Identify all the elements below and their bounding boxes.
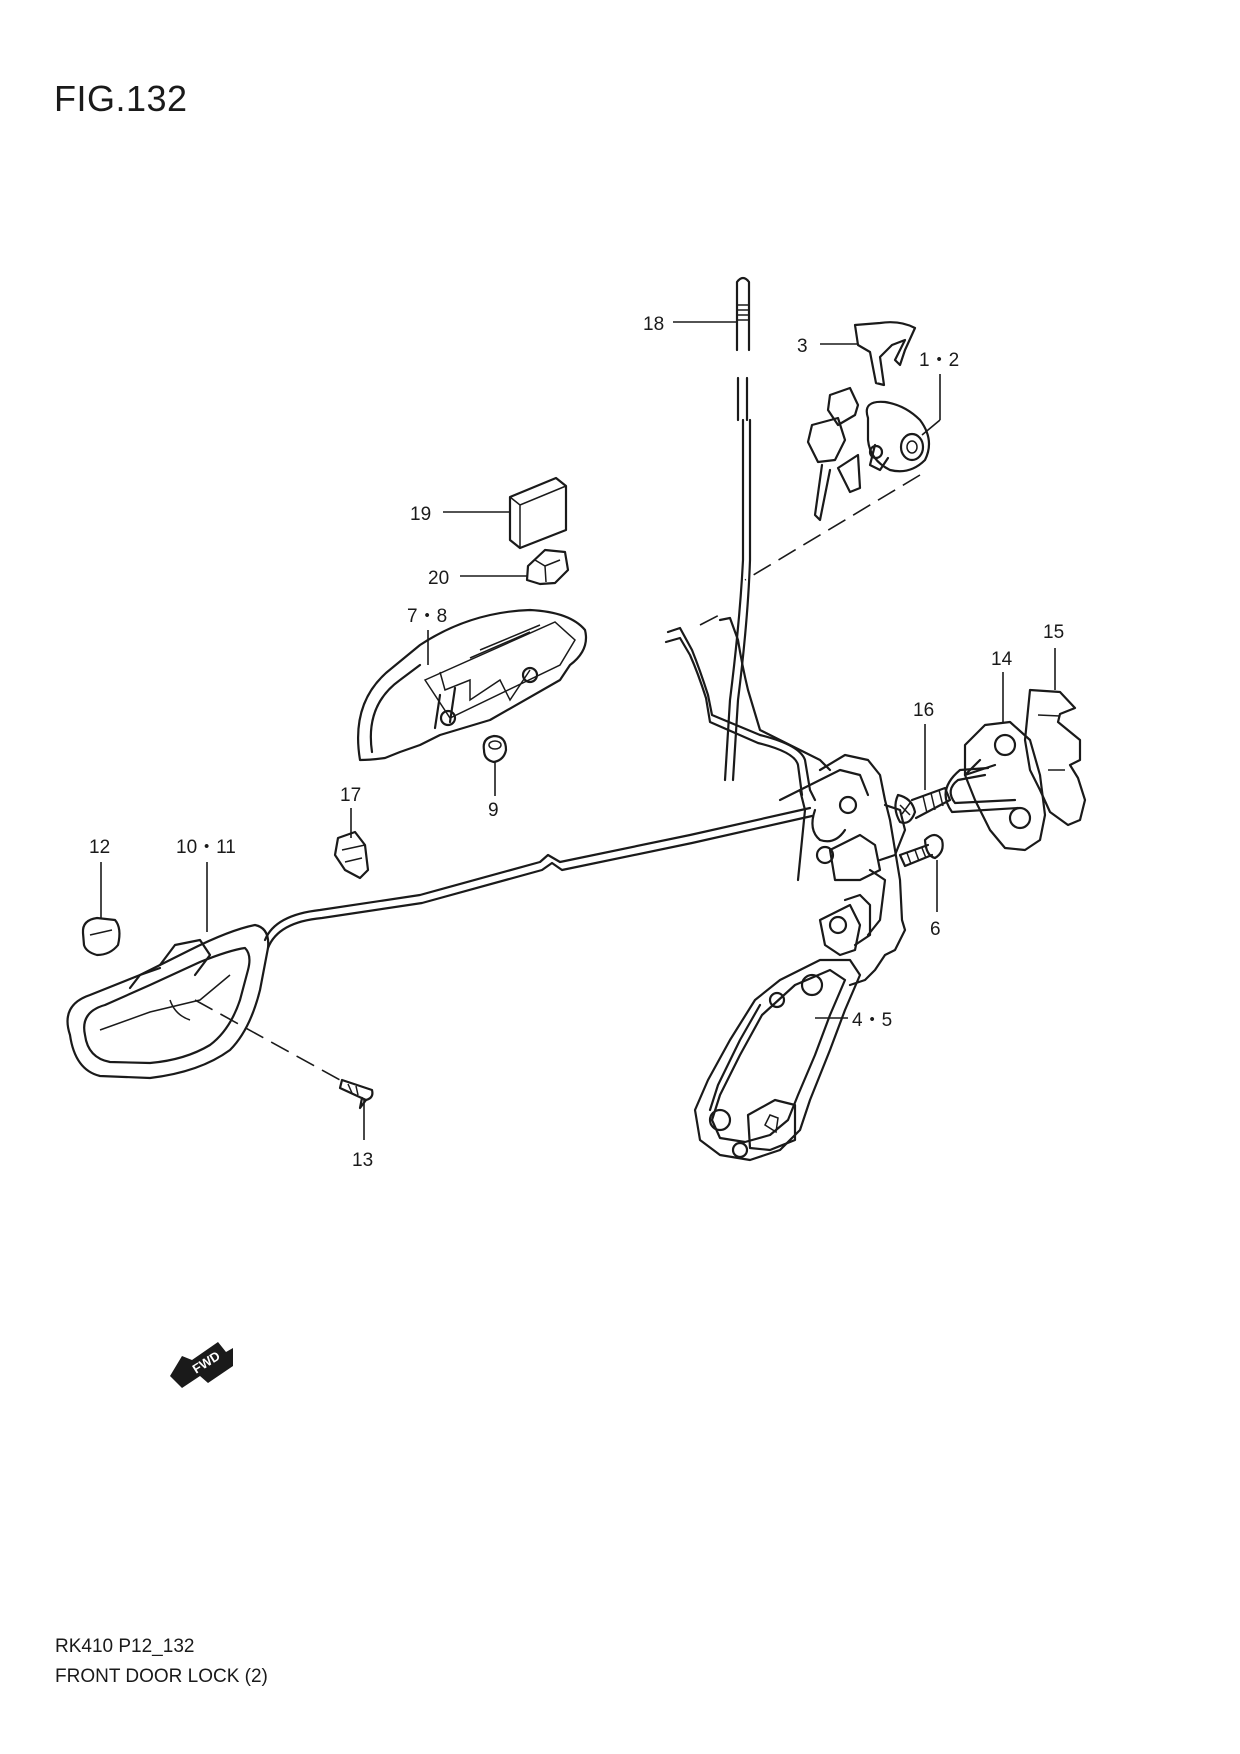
part-15-shim <box>1023 688 1087 827</box>
part-10-11-inside-handle <box>66 923 270 1080</box>
part-14-striker <box>944 720 1047 852</box>
callout-16: 16 <box>913 700 934 721</box>
part-7-8-outside-handle <box>356 608 588 762</box>
callout-12: 12 <box>89 837 110 858</box>
part-17-clip <box>333 830 370 880</box>
fwd-arrow-icon: FWD <box>170 1342 233 1388</box>
rod-key-cylinder <box>718 616 832 772</box>
callout-9: 9 <box>488 800 499 821</box>
part-19-pad <box>508 476 568 550</box>
part-13-screw <box>338 1078 374 1110</box>
callout-6: 6 <box>930 919 941 940</box>
part-16-screw <box>894 786 952 824</box>
alignment-line-key-cylinder-return <box>699 611 726 626</box>
part-18-lock-rod <box>723 276 752 782</box>
callout-19: 19 <box>410 504 431 525</box>
callout-7-8: 7・8 <box>407 606 447 627</box>
part-6-screw <box>898 833 944 868</box>
callout-18: 18 <box>643 314 664 335</box>
footer: RK410 P12_132 FRONT DOOR LOCK (2) <box>55 1632 268 1692</box>
callout-17: 17 <box>340 785 361 806</box>
cable-inside-handle <box>263 806 814 950</box>
leader-lines <box>100 321 1056 1140</box>
figure-title: FIG.132 <box>54 78 188 119</box>
callout-10-11: 10・11 <box>176 837 236 858</box>
callout-15: 15 <box>1043 622 1064 643</box>
callout-13: 13 <box>352 1150 373 1171</box>
part-9-grommet <box>482 734 508 764</box>
part-3-clip <box>853 321 917 387</box>
callout-3: 3 <box>797 336 808 357</box>
part-12-cap <box>81 916 121 957</box>
callout-14: 14 <box>991 649 1013 670</box>
footer-code: RK410 P12_132 <box>55 1636 195 1657</box>
part-20-retainer <box>525 548 570 586</box>
callout-20: 20 <box>428 568 449 589</box>
footer-name: FRONT DOOR LOCK (2) <box>55 1666 268 1687</box>
callout-1-2: 1・2 <box>919 350 959 371</box>
part-4-5-lock-assembly <box>693 753 907 1162</box>
callout-4-5: 4・5 <box>852 1010 892 1031</box>
rod-outside-handle <box>664 626 817 802</box>
alignment-line-key-cylinder <box>744 474 921 581</box>
part-1-2-key-cylinder <box>806 386 931 522</box>
